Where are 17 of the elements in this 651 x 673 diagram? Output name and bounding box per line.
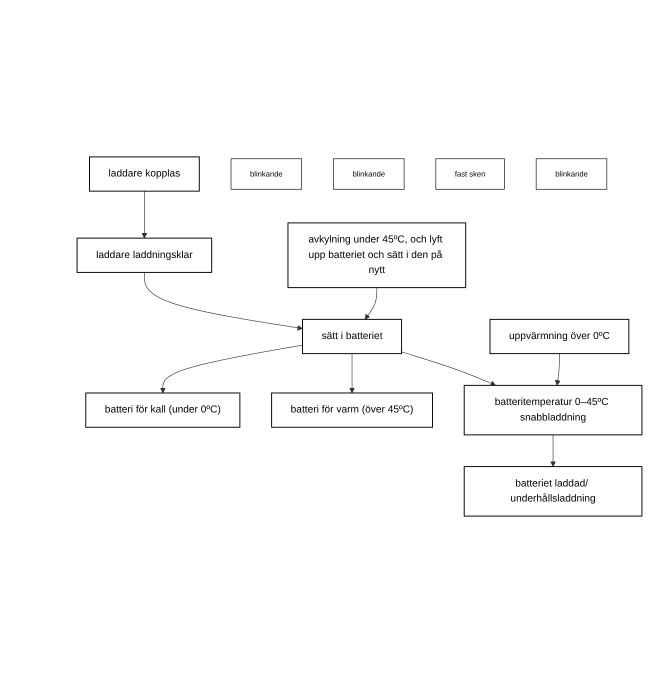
node-box: batteri för varm (över 45ºC): [271, 392, 433, 428]
node-box: avkylning under 45ºC, och lyft upp batteriet och sätt i den på nytt: [288, 222, 466, 288]
node-box: laddare laddningsklar: [76, 238, 212, 273]
node-box: sätt i batteriet: [302, 318, 402, 354]
node-box: batteritemperatur 0–45ºC snabbladdning: [464, 384, 642, 436]
arrow: [364, 287, 378, 320]
node-box: batteri för kall (under 0ºC): [85, 392, 240, 428]
arrow: [401, 351, 496, 386]
arrow: [144, 272, 303, 331]
node-box: batteriet laddad/ underhållsladdning: [464, 466, 642, 517]
arrow: [550, 434, 556, 467]
node-box: laddare kopplas: [89, 156, 200, 192]
arrow: [160, 344, 303, 394]
arrow: [349, 353, 355, 394]
arrow: [554, 353, 560, 386]
node-box: uppvärmning över 0ºC: [490, 318, 630, 354]
arrow: [142, 190, 148, 238]
